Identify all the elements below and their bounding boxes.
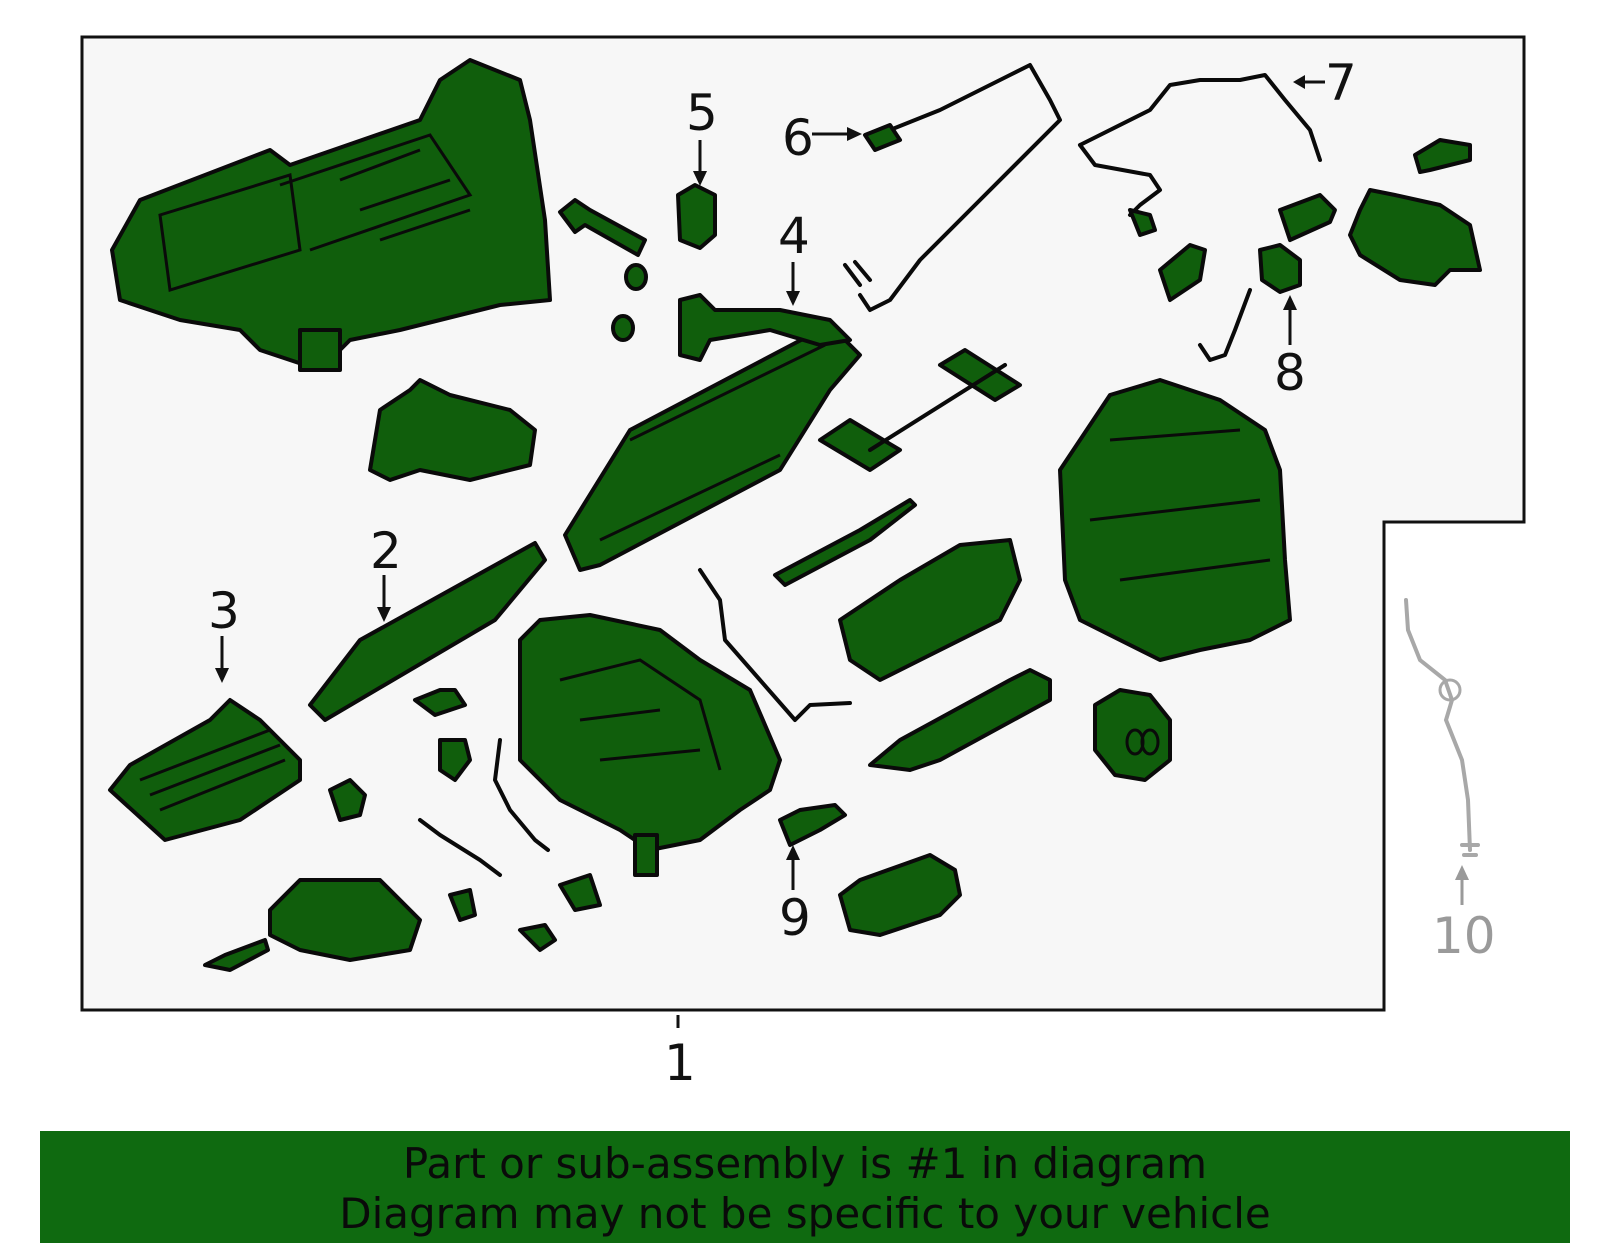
air-door-shaft bbox=[773, 498, 917, 587]
bolt-upper bbox=[558, 198, 648, 342]
filter-plates bbox=[818, 348, 1022, 472]
callout-3: 3 bbox=[208, 582, 240, 640]
mode-door bbox=[838, 538, 1022, 682]
blower-motor bbox=[1093, 688, 1172, 782]
hvac-case-lower bbox=[518, 613, 782, 877]
temperature-sensor-harness bbox=[843, 63, 1062, 312]
hvac-case-upper bbox=[110, 58, 552, 372]
misc-small-parts bbox=[203, 688, 962, 972]
expansion-valve bbox=[676, 183, 717, 250]
aspirator-hose-ghost bbox=[1404, 598, 1480, 857]
mode-actuator bbox=[1158, 138, 1482, 362]
callout-7: 7 bbox=[1325, 54, 1357, 112]
disclaimer-banner: Part or sub-assembly is #1 in diagram Di… bbox=[40, 1131, 1570, 1243]
evaporator-core bbox=[563, 293, 862, 572]
callout-5: 5 bbox=[686, 84, 718, 142]
heater-core bbox=[108, 698, 302, 842]
callout-1: 1 bbox=[664, 1034, 696, 1092]
callout-4: 4 bbox=[778, 207, 810, 265]
drain-tube bbox=[698, 568, 852, 722]
callout-6: 6 bbox=[782, 109, 814, 167]
air-duct-rail bbox=[868, 668, 1052, 772]
parts-diagram: 1 2 3 4 5 6 7 8 9 10 bbox=[80, 35, 1526, 1092]
callout-8: 8 bbox=[1274, 344, 1306, 402]
callout-10: 10 bbox=[1432, 907, 1496, 965]
wire-harness bbox=[1078, 73, 1322, 237]
hvac-case-right bbox=[1058, 378, 1292, 662]
callout-arrows bbox=[215, 75, 1469, 1028]
cabin-air-filter bbox=[308, 541, 547, 722]
callout-9: 9 bbox=[779, 889, 811, 947]
duct-bracket bbox=[368, 378, 537, 482]
banner-line-2: Diagram may not be specific to your vehi… bbox=[339, 1189, 1271, 1238]
banner-line-1: Part or sub-assembly is #1 in diagram bbox=[402, 1139, 1208, 1188]
callout-2: 2 bbox=[370, 522, 402, 580]
